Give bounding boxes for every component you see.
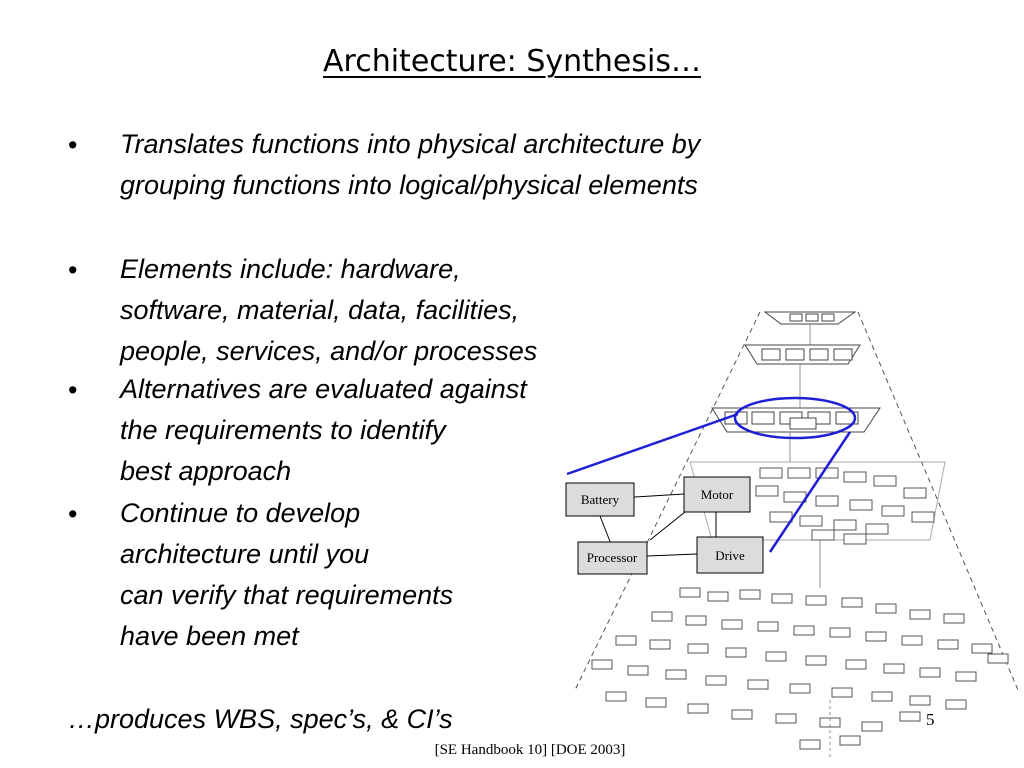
bullet-text-line: the requirements to identify: [120, 415, 446, 445]
pyramid-level-5: [591, 587, 1009, 750]
pyramid-level-2: [744, 344, 861, 365]
component-label-battery: Battery: [581, 492, 620, 507]
bullet-text-line: Elements include: hardware,: [120, 254, 461, 284]
highlight-callout-line-right: [768, 431, 852, 553]
pyramid-level-1: [763, 311, 857, 325]
citation: [SE Handbook 10] [DOE 2003]: [434, 742, 626, 758]
bullet-marker: •: [68, 255, 78, 285]
page-number: 5: [926, 710, 935, 729]
slide-title: Architecture: Synthesis…: [323, 44, 701, 79]
bullet-text-line: have been met: [120, 621, 299, 651]
bullet-text-line: Alternatives are evaluated against: [120, 374, 527, 404]
bullet-text-line: Translates functions into physical archi…: [120, 129, 701, 159]
component-drive: Drive: [696, 536, 764, 574]
produces-text: …produces WBS, spec’s, & CI’s: [68, 704, 453, 734]
bullet-marker: •: [68, 130, 78, 160]
component-battery: Battery: [565, 482, 635, 517]
bullet-text-line: software, material, data, facilities,: [120, 295, 520, 325]
pyramid-level-3: [711, 407, 881, 433]
bullet-marker: •: [68, 499, 78, 529]
pyramid-level-4: [689, 461, 946, 545]
bullet-marker: •: [68, 375, 78, 405]
bullet-text-line: people, services, and/or processes: [120, 336, 538, 366]
component-label-motor: Motor: [701, 487, 734, 502]
component-label-drive: Drive: [715, 548, 745, 563]
highlight-callout-line-left: [566, 412, 739, 476]
bullet-text-line: best approach: [120, 456, 292, 486]
component-links: [599, 493, 717, 557]
bullet-text-line: Continue to develop: [120, 498, 361, 528]
component-label-processor: Processor: [587, 550, 638, 565]
component-processor: Processor: [577, 541, 648, 575]
bullet-text-line: can verify that requirements: [120, 580, 454, 610]
pyramid-guides: [574, 311, 1019, 691]
component-motor: Motor: [683, 476, 751, 513]
bullet-text-line: grouping functions into logical/physical…: [120, 170, 698, 200]
bullet-text-line: architecture until you: [120, 539, 370, 569]
pyramid-connectors: [789, 324, 831, 760]
highlight-ellipse: [733, 396, 857, 440]
